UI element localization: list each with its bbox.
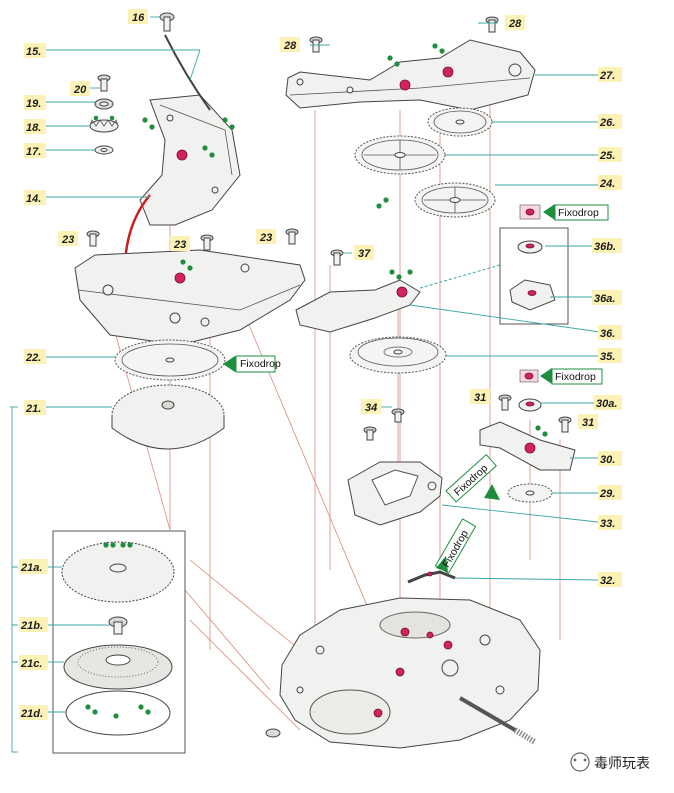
label-28-left: 28 [283,40,297,52]
label-33: 33. [600,518,615,530]
label-21b: 21b. [20,620,43,632]
screw-16 [159,12,175,32]
number-tags: 15. 16 20 19. 18. 17. 14. 23 23 23 22. 2… [19,9,622,720]
screw-37 [330,249,344,266]
label-23-right: 23 [259,232,272,244]
label-36b: 36b. [594,241,616,253]
label-30: 30. [600,454,615,466]
screws-23 [86,228,299,251]
label-35: 35. [600,351,615,363]
wheel-26 [427,107,493,137]
screws-34 [363,408,405,441]
balance-35 [349,336,447,374]
label-31-right: 31 [582,417,594,429]
label-26: 26. [599,117,615,129]
bridge-30 [479,421,576,471]
fixodrop-icon-36b [519,204,541,220]
label-21c: 21c. [20,658,42,670]
label-15: 15. [26,46,41,58]
bridge-36 [295,264,501,333]
label-16: 16 [132,12,145,24]
watermark-text: 毒师玩表 [594,756,650,772]
label-28-right: 28 [508,18,522,30]
label-22: 22. [25,352,41,364]
label-21a: 21a. [20,562,42,574]
label-23-mid: 23 [173,239,186,251]
label-32: 32. [600,575,615,587]
spring-15 [164,34,211,111]
label-30a: 30a. [596,398,617,410]
label-14: 14. [26,193,41,205]
barrel-21 [111,384,225,450]
label-31-left: 31 [474,392,486,404]
wheel-25 [354,135,446,175]
main-plate [265,597,541,749]
label-25: 25. [599,150,615,162]
screws-31 [498,394,572,433]
fixodrop-arrows [223,204,609,574]
wheel-24 [376,182,496,218]
pallet-32 [407,570,456,584]
escape-wheel-29 [507,483,553,503]
label-21d: 21d. [20,708,43,720]
barrel-detail-box [52,530,186,754]
label-36a: 36a. [594,293,615,305]
label-21: 21. [25,403,41,415]
label-17: 17. [26,146,41,158]
bridge-14 [139,94,241,226]
label-20: 20 [73,84,87,96]
plate-33 [347,461,443,526]
fixodrop-label-30a: Fixodrop [555,371,596,383]
fixodrop-label-22: Fixodrop [240,358,281,370]
main-bridge-22 [74,249,306,346]
label-29: 29. [599,488,615,500]
bridge-27 [285,39,536,111]
label-36: 36. [600,328,615,340]
label-37: 37 [358,248,371,260]
label-18: 18. [26,122,41,134]
parts-17-20 [89,74,119,155]
screws-28 [309,16,499,53]
fixodrop-label-36b: Fixodrop [558,207,599,219]
watermark: 毒师玩表 [570,752,650,772]
label-23-left: 23 [61,234,74,246]
fixodrop-icon-30a [518,369,542,412]
shock-detail-box [499,227,569,325]
leader-lines [10,16,601,753]
label-34: 34 [365,402,377,414]
wheel-22 [114,339,226,381]
label-27: 27. [599,70,615,82]
label-19: 19. [26,98,41,110]
label-24: 24. [599,178,615,190]
